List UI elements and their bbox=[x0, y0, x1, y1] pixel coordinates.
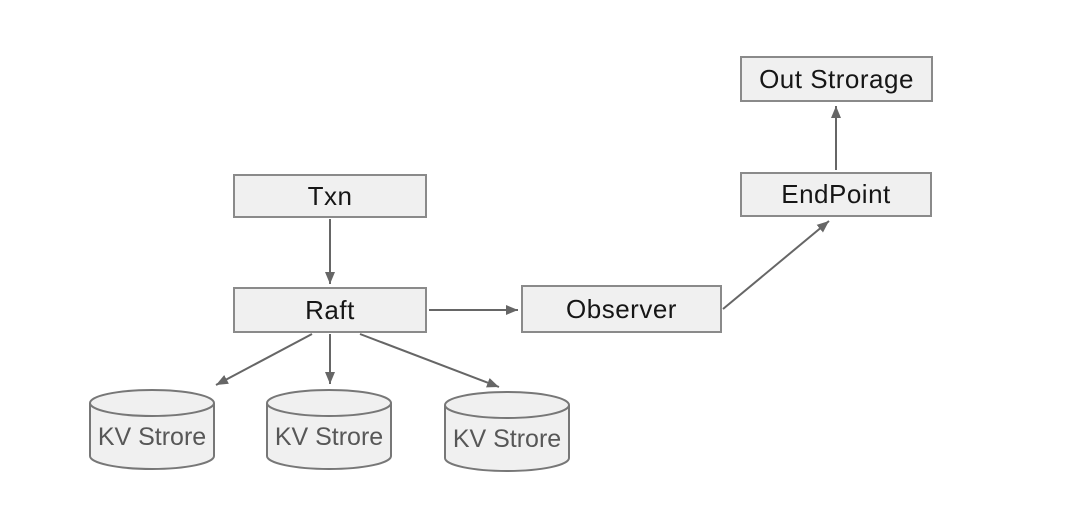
node-kv-store-2-label: KV Strore bbox=[274, 423, 384, 451]
node-observer: Observer bbox=[521, 285, 722, 333]
node-observer-label: Observer bbox=[566, 293, 677, 324]
node-raft: Raft bbox=[233, 287, 427, 333]
node-txn: Txn bbox=[233, 174, 427, 218]
cylinder-kv-store-3 bbox=[444, 391, 570, 472]
cylinder-top bbox=[89, 389, 215, 417]
node-kv-store-3-label: KV Strore bbox=[452, 425, 562, 453]
node-endpoint: EndPoint bbox=[740, 172, 932, 217]
node-endpoint-label: EndPoint bbox=[781, 179, 891, 209]
edge-observer-endpoint bbox=[722, 220, 830, 310]
cylinder-body bbox=[266, 403, 392, 470]
cylinder-kv-store-2 bbox=[266, 389, 392, 470]
node-out-storage-label: Out Strorage bbox=[759, 63, 914, 94]
cylinder-top bbox=[266, 389, 392, 417]
node-out-storage: Out Strorage bbox=[740, 56, 933, 102]
edge-raft-kv-store-1 bbox=[215, 333, 313, 386]
cylinder-top bbox=[444, 391, 570, 419]
cylinder-body bbox=[444, 405, 570, 472]
node-txn-label: Txn bbox=[307, 180, 353, 211]
cylinder-body bbox=[89, 403, 215, 470]
node-kv-store-1-label: KV Strore bbox=[97, 423, 207, 451]
cylinder-kv-store-1 bbox=[89, 389, 215, 470]
edge-raft-kv-store-3 bbox=[359, 333, 500, 388]
node-raft-label: Raft bbox=[305, 294, 355, 325]
